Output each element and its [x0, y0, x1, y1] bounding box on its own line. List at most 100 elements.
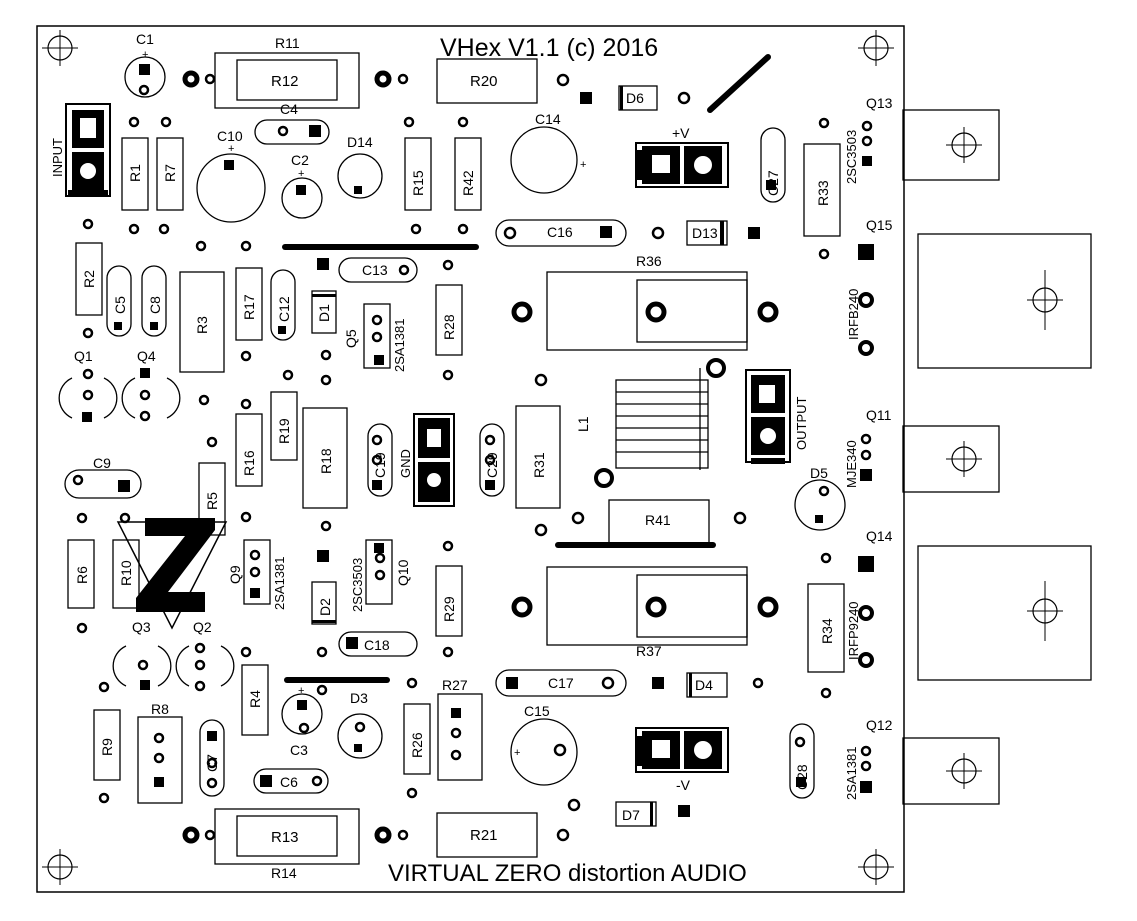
part-q12: 2SA1381 — [844, 747, 859, 801]
ref-r13: R13 — [271, 829, 299, 846]
part-q10: 2SC3503 — [350, 558, 365, 612]
ref-r19: R19 — [276, 418, 292, 444]
ref-r8: R8 — [151, 701, 169, 717]
ref-r33: R33 — [815, 180, 831, 206]
ref-c28: C28 — [794, 764, 810, 790]
ref-q3: Q3 — [132, 619, 151, 635]
ref-q13: Q13 — [866, 95, 893, 111]
ref-r42: R42 — [460, 170, 476, 196]
board-title: VHex V1.1 (c) 2016 — [440, 34, 658, 62]
ref-c17: C17 — [548, 675, 574, 691]
ref-r4: R4 — [247, 690, 263, 708]
q11-heatsink-tab — [902, 425, 1000, 493]
ref-r14: R14 — [271, 865, 297, 881]
gnd-connector — [413, 413, 455, 507]
ref-r17: R17 — [241, 294, 257, 320]
ref-r1: R1 — [127, 164, 143, 182]
ref-c3: C3 — [290, 742, 308, 758]
board-outline — [36, 25, 905, 893]
vz-logo-icon — [116, 518, 228, 630]
svg-text:+: + — [514, 747, 520, 759]
mounting-hole-icon — [857, 29, 895, 67]
ref-r37: R37 — [636, 643, 662, 659]
ref-d5: D5 — [810, 465, 828, 481]
part-q14: IRFP9240 — [846, 601, 861, 660]
ref-c1: C1 — [136, 31, 154, 47]
ref-q4: Q4 — [137, 348, 156, 364]
svg-text:+: + — [228, 143, 234, 155]
part-q13: 2SC3503 — [844, 130, 859, 184]
ref-q2: Q2 — [193, 619, 212, 635]
ref-r20: R20 — [470, 73, 498, 90]
ref-c16: C16 — [547, 224, 573, 240]
ref-q9: Q9 — [227, 565, 243, 584]
svg-text:+: + — [580, 159, 586, 171]
ref-c8: C8 — [147, 296, 163, 314]
svg-text:+: + — [298, 168, 304, 180]
ref-d14: D14 — [347, 134, 373, 150]
ref-c6: C6 — [280, 774, 298, 790]
q13-heatsink-tab — [902, 109, 1000, 181]
ref-l1: L1 — [575, 416, 591, 432]
ref-r7: R7 — [162, 164, 178, 182]
ref-r2: R2 — [81, 270, 97, 288]
ref-q14: Q14 — [866, 528, 893, 544]
ref-q15: Q15 — [866, 217, 893, 233]
ref-r36: R36 — [636, 253, 662, 269]
ref-q11: Q11 — [866, 407, 892, 423]
ref-r29: R29 — [441, 596, 457, 622]
ref-d4: D4 — [695, 677, 713, 693]
ref-c29: C29 — [484, 452, 500, 478]
ref-c12: C12 — [276, 296, 292, 322]
board-footer: VIRTUAL ZERO distortion AUDIO — [388, 860, 747, 887]
pos-supply-connector — [635, 142, 729, 188]
input-label: INPUT — [50, 138, 65, 177]
ref-q1: Q1 — [74, 348, 93, 364]
q12-heatsink-tab — [902, 737, 1000, 805]
part-q5: 2SA1381 — [392, 319, 407, 373]
r21-body — [436, 812, 538, 858]
ref-c15: C15 — [524, 703, 550, 719]
ref-d2: D2 — [317, 598, 333, 616]
part-q9: 2SA1381 — [272, 557, 287, 611]
output-connector — [745, 369, 791, 464]
ref-d3: D3 — [350, 690, 368, 706]
ref-r10: R10 — [118, 560, 134, 586]
ref-q10: Q10 — [395, 559, 411, 586]
neg-supply-connector — [635, 727, 729, 773]
ref-r28: R28 — [441, 314, 457, 340]
ref-r11: R11 — [275, 35, 300, 51]
part-q15: IRFB240 — [846, 289, 861, 340]
ref-r15: R15 — [410, 170, 426, 196]
ref-c13: C13 — [362, 262, 388, 278]
ref-r3: R3 — [194, 316, 210, 334]
svg-text:+: + — [142, 49, 148, 61]
neg-supply-label: -V — [676, 777, 691, 793]
ref-q12: Q12 — [866, 717, 893, 733]
ref-r6: R6 — [74, 566, 90, 584]
ref-c4: C4 — [280, 101, 298, 117]
pos-supply-label: +V — [672, 125, 690, 141]
ref-r26: R26 — [409, 732, 425, 758]
ref-r9: R9 — [99, 738, 115, 756]
ref-d13: D13 — [692, 225, 718, 241]
r20-body — [436, 58, 538, 104]
ref-r31: R31 — [531, 452, 547, 478]
ref-c19: C19 — [372, 452, 388, 478]
svg-text:+: + — [298, 685, 304, 697]
ref-d1: D1 — [316, 304, 332, 322]
gnd-label: GND — [398, 449, 413, 478]
q15-heatsink-tab — [917, 233, 1092, 369]
ref-r21: R21 — [470, 827, 498, 844]
mounting-hole-icon — [41, 848, 79, 886]
ref-c9: C9 — [93, 455, 111, 471]
input-connector — [65, 103, 111, 197]
ref-c2: C2 — [291, 152, 309, 168]
ref-q5: Q5 — [343, 329, 359, 348]
ref-c7: C7 — [204, 754, 220, 772]
ref-c10: C10 — [217, 128, 243, 144]
ref-r18: R18 — [318, 448, 334, 474]
inductor-l1 — [594, 358, 726, 488]
ref-r5: R5 — [204, 492, 220, 510]
